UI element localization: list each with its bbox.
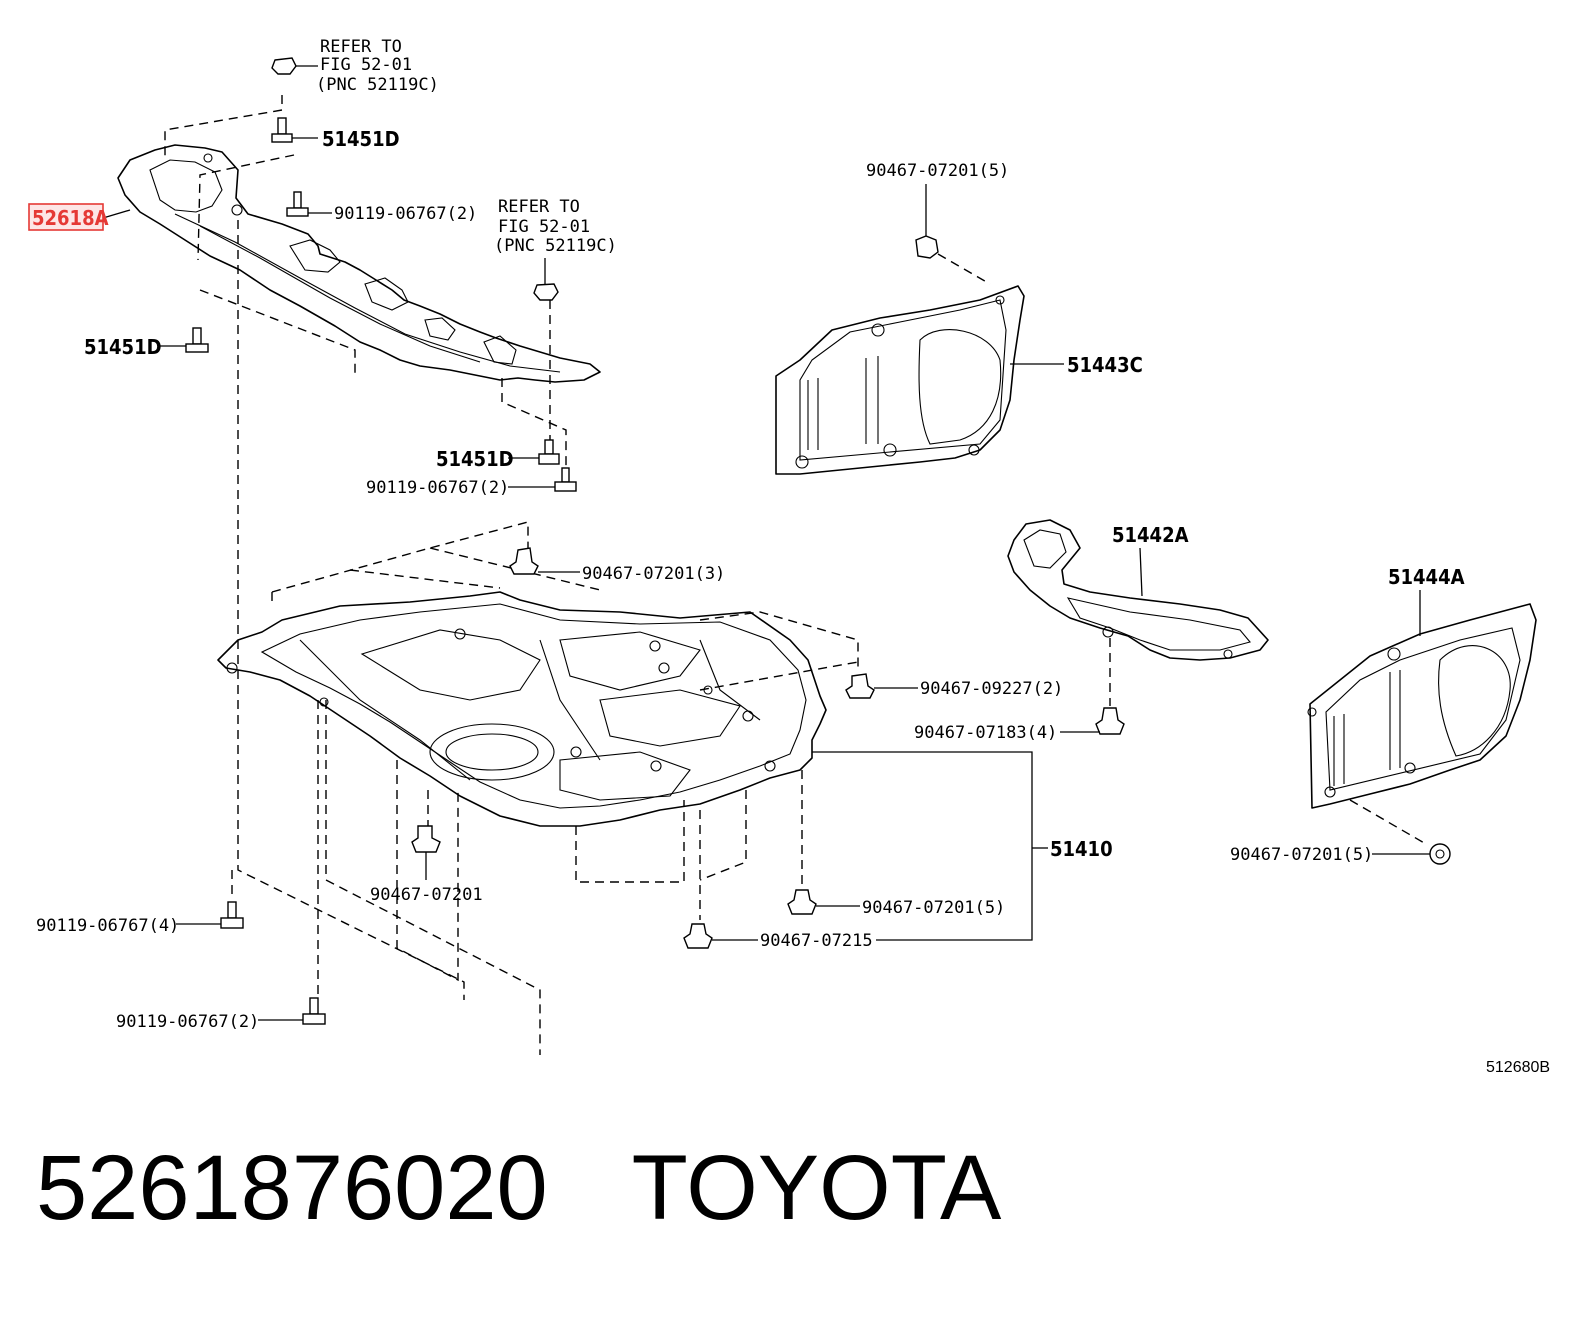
clip-icon-90467-07215[interactable] bbox=[683, 923, 758, 949]
label-51443C: 51443C bbox=[1067, 353, 1143, 377]
clip-icon-90467-07201-5-bottom[interactable] bbox=[1372, 843, 1451, 865]
part-51444A-cover[interactable] bbox=[1307, 590, 1537, 809]
guide-lines-51410 bbox=[231, 521, 859, 1055]
clip-icon-mid[interactable] bbox=[533, 258, 559, 301]
highlighted-part-label[interactable]: 52618A bbox=[28, 203, 131, 231]
part-51410-cover[interactable] bbox=[217, 591, 827, 827]
label-51410: 51410 bbox=[1050, 837, 1113, 861]
bolt-icon-51451D-mid[interactable] bbox=[508, 439, 560, 465]
part-number: 5261876020 bbox=[36, 1137, 548, 1239]
part-52618A-cover[interactable] bbox=[117, 144, 601, 383]
label-90467-09227-2: 90467-09227(2) bbox=[920, 679, 1063, 699]
label-90467-07201-5-right: 90467-07201(5) bbox=[862, 898, 1005, 918]
clip-icon-90467-07183-4[interactable] bbox=[1060, 707, 1125, 735]
label-90119-06767-2-bottom: 90119-06767(2) bbox=[116, 1012, 259, 1032]
clip-icon-90467-top[interactable] bbox=[915, 184, 991, 285]
label-51451D-left: 51451D bbox=[84, 335, 162, 359]
label-51444A: 51444A bbox=[1388, 565, 1465, 589]
bolt-icon-90119-mid[interactable] bbox=[508, 467, 577, 492]
guide-lines-52618A bbox=[164, 95, 567, 1000]
guide-line-51444A bbox=[1349, 799, 1427, 845]
part-51443C-cover[interactable] bbox=[775, 285, 1064, 475]
bolt-icon-51451D-left[interactable] bbox=[158, 327, 209, 353]
label-90467-07201-5-top: 90467-07201(5) bbox=[866, 161, 1009, 181]
label-90467-07215: 90467-07215 bbox=[760, 931, 873, 951]
label-90467-07201-5-bottom: 90467-07201(5) bbox=[1230, 845, 1373, 865]
label-90119-06767-2-top: 90119-06767(2) bbox=[334, 204, 477, 224]
part-51442A-cover[interactable] bbox=[1007, 519, 1269, 661]
clip-icon-top[interactable] bbox=[271, 57, 318, 75]
bolt-icon-90119-06767-2-bottom[interactable] bbox=[258, 997, 326, 1025]
label-90467-07183-4: 90467-07183(4) bbox=[914, 723, 1057, 743]
label-52618A: 52618A bbox=[32, 206, 109, 230]
refer-note-mid-line1: REFER TO bbox=[498, 197, 580, 217]
clip-icon-90467-07201-5-right[interactable] bbox=[787, 889, 860, 915]
refer-note-top-line3: (PNC 52119C) bbox=[316, 75, 439, 95]
refer-note-top-line2: FIG 52-01 bbox=[320, 55, 412, 75]
label-90467-07201-3: 90467-07201(3) bbox=[582, 564, 725, 584]
bracket-51410 bbox=[812, 751, 1048, 941]
label-90119-06767-4: 90119-06767(4) bbox=[36, 916, 179, 936]
label-90119-06767-2-mid: 90119-06767(2) bbox=[366, 478, 509, 498]
figure-code: 512680B bbox=[1486, 1059, 1550, 1076]
clip-icon-90467-07201[interactable] bbox=[411, 825, 441, 880]
clip-icon-90467-07201-3[interactable] bbox=[509, 547, 580, 575]
label-51451D-top: 51451D bbox=[322, 127, 400, 151]
refer-note-mid-line3: (PNC 52119C) bbox=[494, 236, 617, 256]
refer-note-mid-line2: FIG 52-01 bbox=[498, 217, 590, 237]
bolt-icon-90119-top[interactable] bbox=[286, 191, 332, 217]
bolt-icon-51451D-top[interactable] bbox=[271, 117, 318, 143]
label-90467-07201: 90467-07201 bbox=[370, 885, 483, 905]
bolt-icon-90119-06767-4[interactable] bbox=[176, 901, 244, 929]
clip-icon-90467-09227-2[interactable] bbox=[845, 673, 918, 699]
refer-note-top-line1: REFER TO bbox=[320, 37, 402, 57]
footer-caption: 5261876020 TOYOTA bbox=[36, 1138, 1001, 1238]
label-51442A: 51442A bbox=[1112, 523, 1189, 547]
label-51451D-mid: 51451D bbox=[436, 447, 514, 471]
brand-name: TOYOTA bbox=[631, 1137, 1002, 1239]
